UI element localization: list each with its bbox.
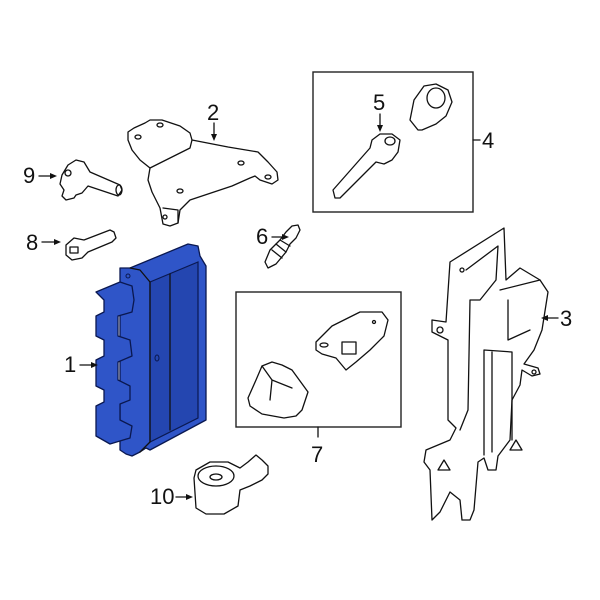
arrow-icon (91, 362, 98, 368)
coil-boot-part[interactable] (409, 83, 453, 131)
sensor-part-9[interactable] (59, 159, 123, 201)
callout-6[interactable]: 6 (256, 224, 289, 249)
group-box-7 (235, 291, 402, 438)
svg-text:6: 6 (256, 224, 268, 249)
ignition-coil-part-5[interactable] (332, 133, 401, 199)
callout-7[interactable]: 7 (311, 442, 323, 467)
svg-text:5: 5 (373, 90, 385, 115)
module-part-7b[interactable] (315, 311, 389, 371)
svg-text:8: 8 (26, 230, 38, 255)
callout-8[interactable]: 8 (26, 230, 61, 255)
callout-3[interactable]: 3 (541, 306, 572, 331)
group-box-4 (312, 71, 481, 213)
spark-plug-part-6[interactable] (264, 224, 301, 269)
svg-text:9: 9 (23, 163, 35, 188)
support-bracket-part-3[interactable] (423, 227, 549, 521)
svg-text:4: 4 (482, 128, 494, 153)
callout-9[interactable]: 9 (23, 163, 57, 188)
svg-text:10: 10 (150, 484, 174, 509)
sensor-part-8[interactable] (65, 229, 117, 261)
arrow-icon (541, 315, 548, 321)
svg-text:1: 1 (64, 352, 76, 377)
callout-2[interactable]: 2 (207, 100, 219, 141)
engine-control-module-part-1[interactable] (95, 243, 207, 457)
callout-5[interactable]: 5 (373, 90, 385, 132)
callout-10[interactable]: 10 (150, 484, 193, 509)
callout-1[interactable]: 1 (64, 352, 98, 377)
arrow-icon (54, 239, 61, 245)
callout-4[interactable]: 4 (482, 128, 494, 153)
arrow-icon (211, 134, 217, 141)
arrow-icon (50, 173, 57, 179)
bracket-part-2[interactable] (127, 119, 279, 227)
module-part-7a[interactable] (247, 361, 309, 419)
knock-sensor-part-10[interactable] (193, 454, 269, 515)
svg-text:3: 3 (560, 306, 572, 331)
svg-text:7: 7 (311, 442, 323, 467)
arrow-icon (282, 234, 289, 240)
arrow-icon (377, 125, 383, 132)
svg-text:2: 2 (207, 100, 219, 125)
arrow-icon (186, 494, 193, 500)
